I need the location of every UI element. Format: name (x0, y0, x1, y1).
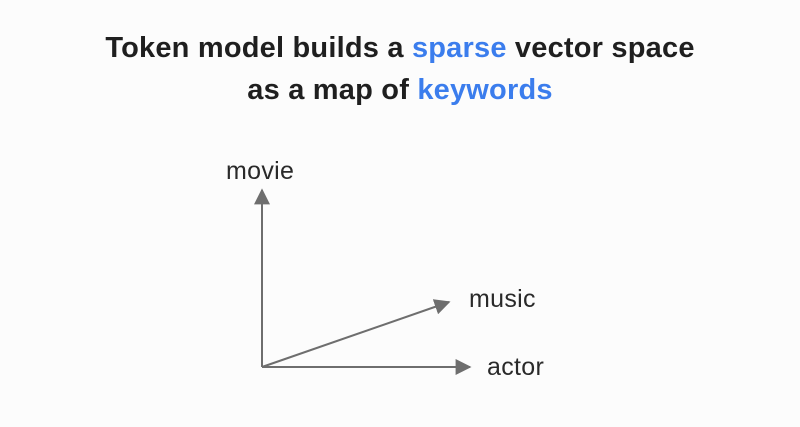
title-text: Token model builds a (105, 32, 412, 64)
title-highlight-keywords: keywords (417, 74, 553, 106)
title-line-1: Token model builds a sparse vector space (0, 27, 800, 69)
title-line-2: as a map of keywords (0, 69, 800, 111)
axis-label-music: music (469, 285, 536, 313)
vector-space-diagram (254, 188, 472, 375)
title-text: vector space (506, 32, 695, 64)
slide-title: Token model builds a sparse vector space… (0, 27, 800, 111)
axis-label-actor: actor (487, 353, 545, 381)
title-text: as a map of (247, 74, 418, 106)
axis-label-movie: movie (226, 157, 295, 185)
title-highlight-sparse: sparse (411, 32, 507, 64)
diagonal-axis-arrow-icon (261, 299, 451, 368)
